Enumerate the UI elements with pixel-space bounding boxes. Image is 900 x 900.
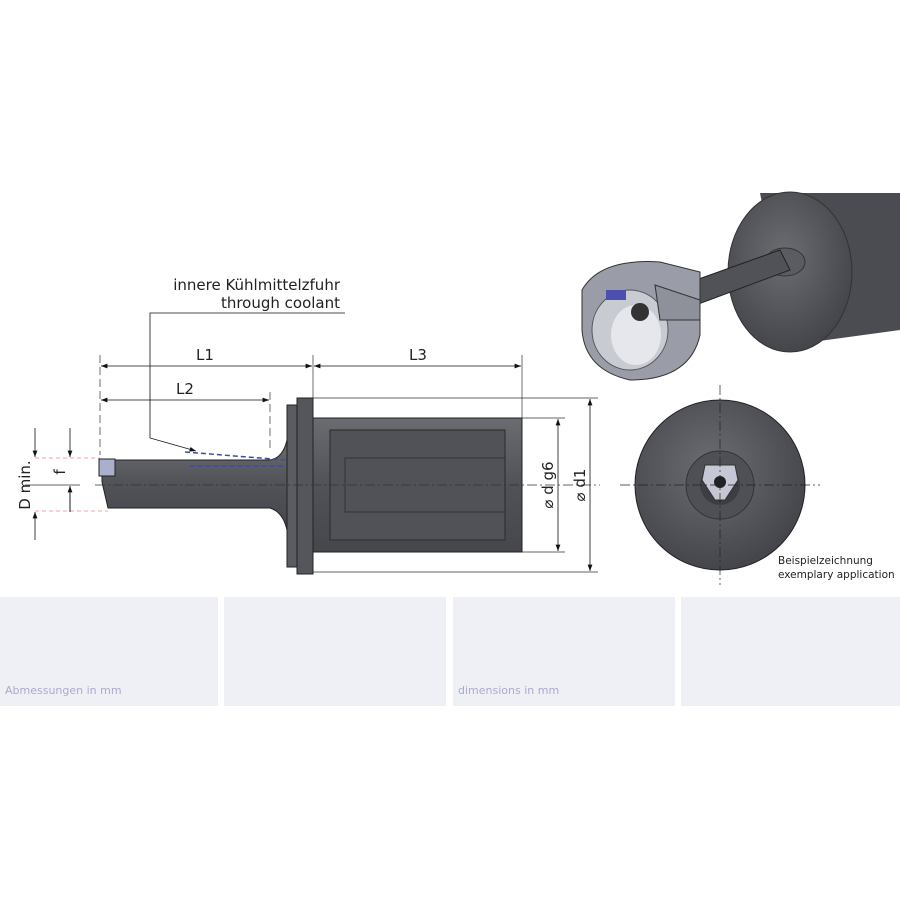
dim-L2: L2 (176, 380, 194, 398)
units-label-en: dimensions in mm (458, 684, 560, 697)
insert (98, 458, 116, 477)
info-panel-4 (681, 597, 900, 706)
dim-f: f (51, 469, 69, 475)
example-caption-de: Beispielzeichnung (778, 555, 873, 567)
example-caption-en: exemplary application (778, 569, 895, 581)
side-view: L1 L3 L2 ⌀ d g6 ⌀ d1 D min. f innere Küh… (16, 276, 600, 575)
dim-d-g6: ⌀ d g6 (539, 461, 557, 508)
dim-L1: L1 (196, 346, 214, 364)
dim-D-min: D min. (16, 460, 34, 509)
info-panel-2 (224, 597, 446, 706)
isometric-view (581, 191, 900, 381)
dim-L3: L3 (409, 346, 427, 364)
info-panel-1: Abmessungen in mm (0, 597, 218, 706)
info-panel-3: dimensions in mm (453, 597, 675, 706)
dim-d1: ⌀ d1 (571, 469, 589, 502)
coolant-label-en: through coolant (221, 294, 340, 312)
units-label-de: Abmessungen in mm (5, 684, 122, 697)
coolant-channel (184, 451, 286, 467)
coolant-label-de: innere Kühlmittelzfuhr (173, 276, 341, 294)
front-view (620, 385, 820, 585)
